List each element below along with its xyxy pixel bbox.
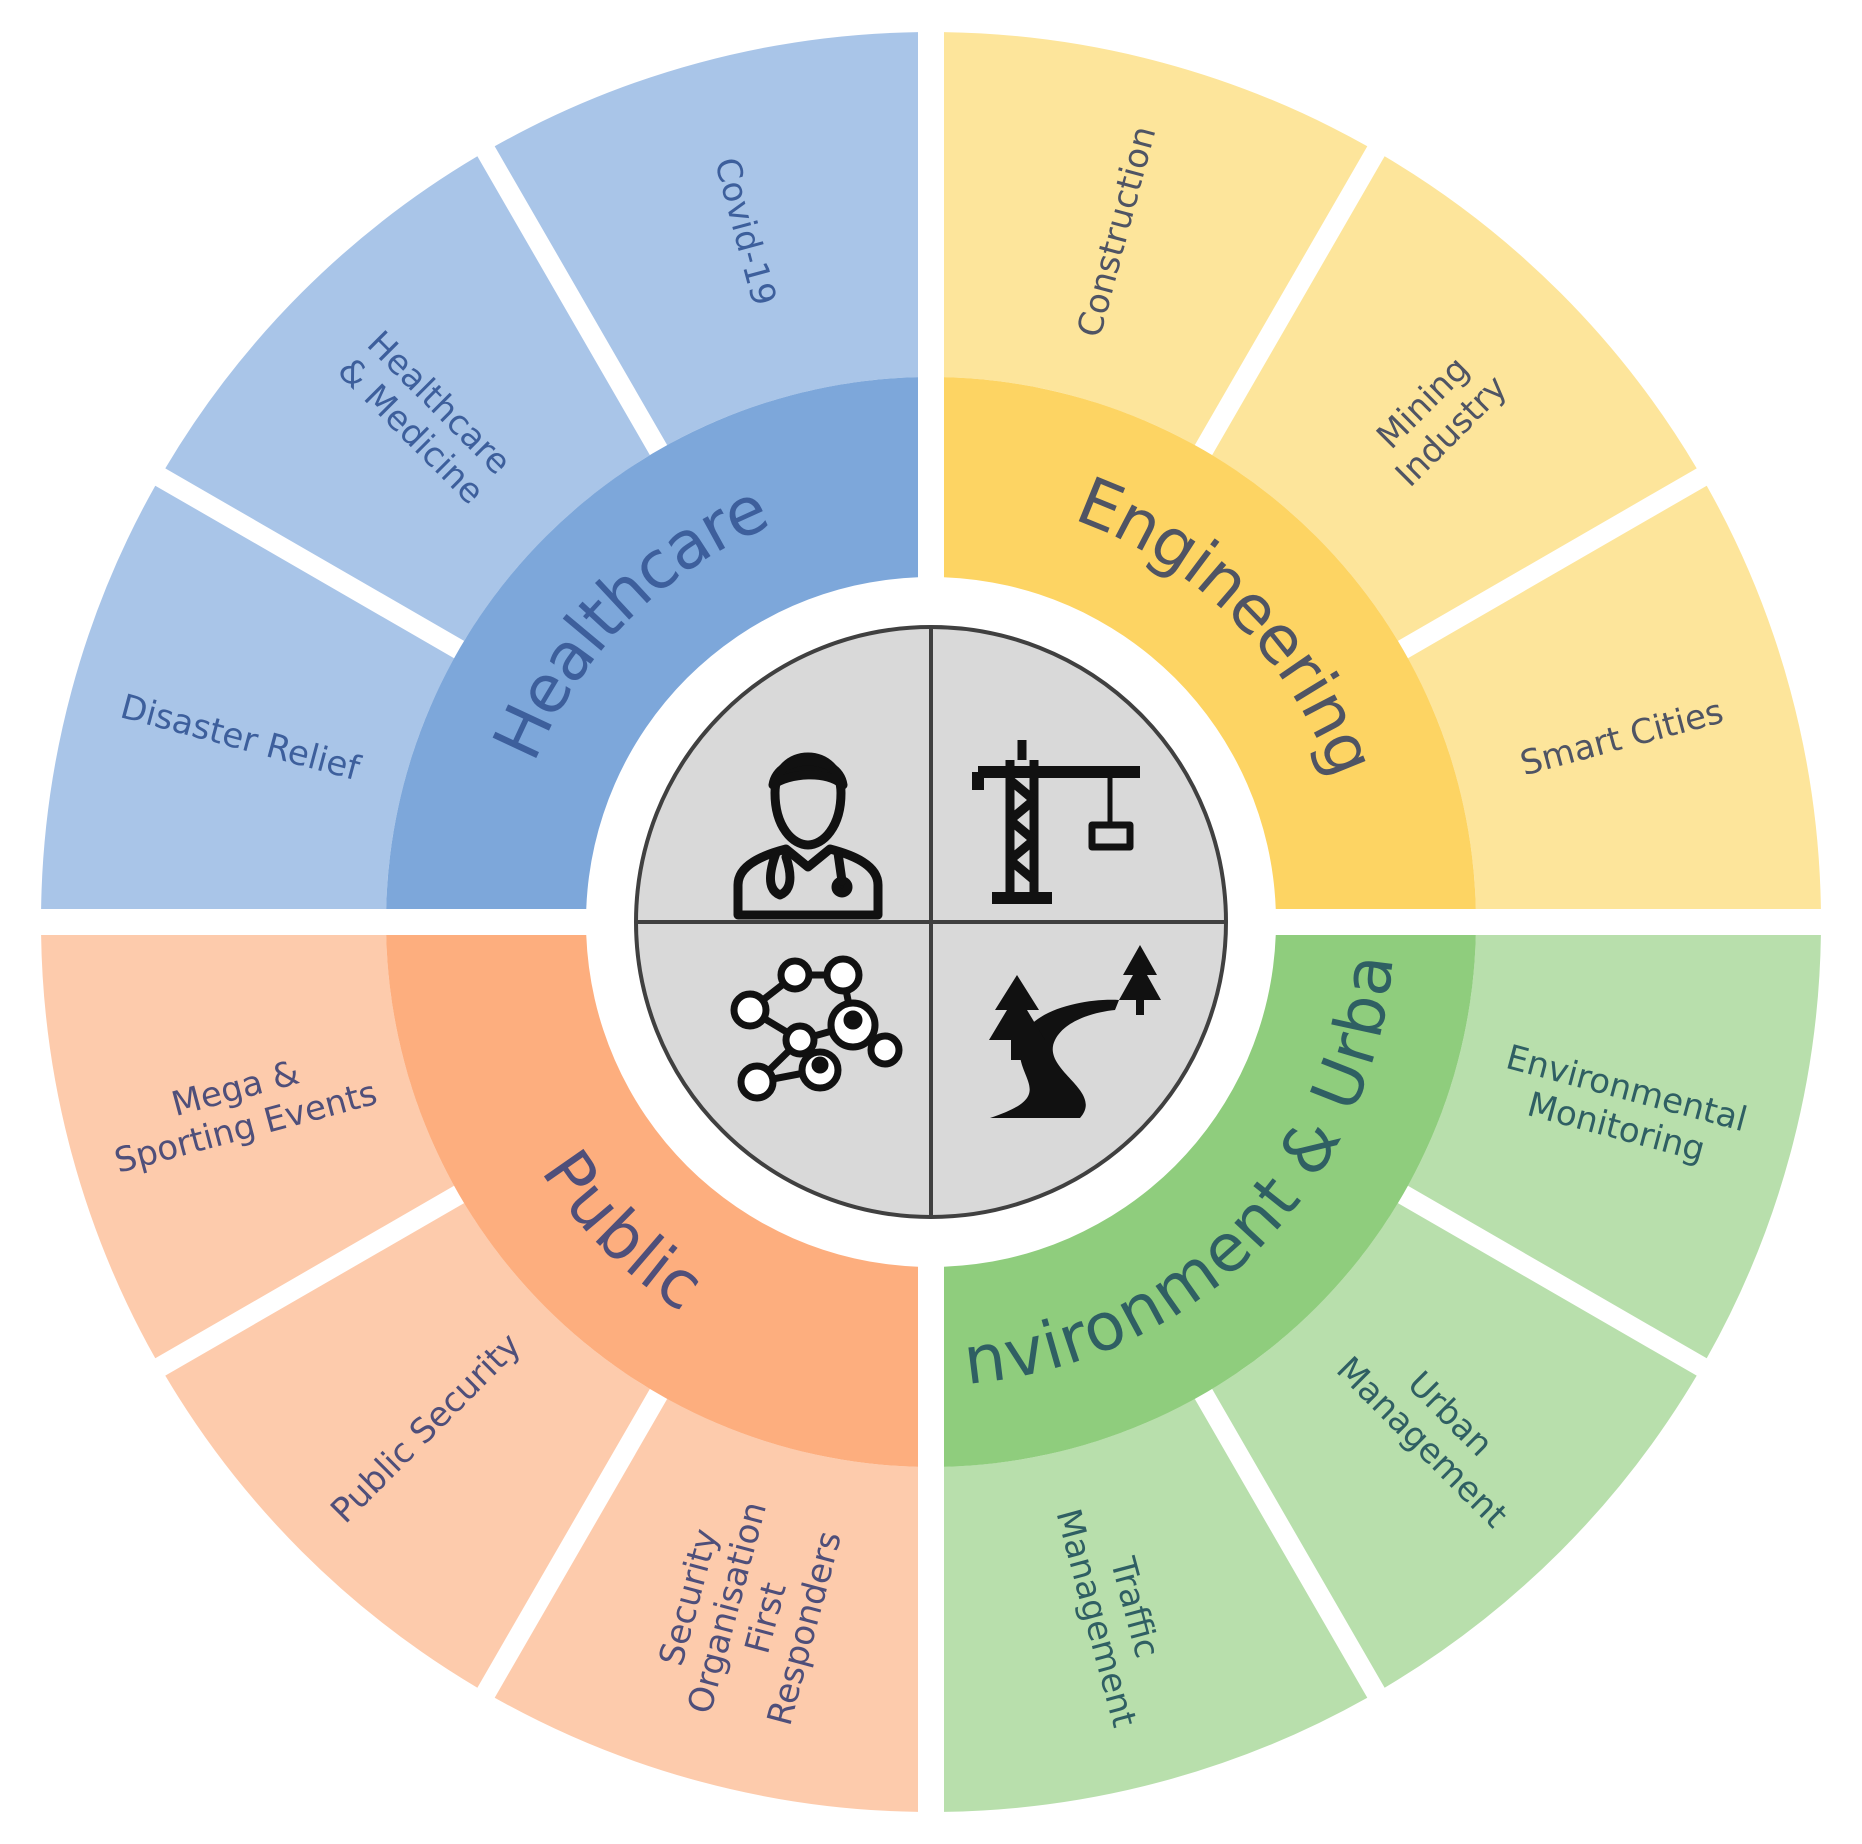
network-people-icon	[730, 955, 903, 1102]
application-segment	[41, 485, 455, 910]
center-disc	[634, 625, 1228, 1219]
application-segment	[165, 1203, 650, 1688]
road-trees-icon	[989, 945, 1161, 1118]
sector-band-healthcare	[386, 377, 919, 910]
application-segment	[1407, 934, 1821, 1359]
sector-band-public	[386, 934, 919, 1467]
sector-band-environment-urban	[943, 934, 1476, 1467]
application-segment	[943, 1398, 1368, 1812]
application-segment	[1212, 1203, 1697, 1688]
application-segment	[1407, 485, 1821, 910]
sector-band-engineering	[943, 377, 1476, 910]
application-segment	[494, 1398, 919, 1812]
crane-icon	[972, 740, 1140, 904]
application-segment	[165, 156, 650, 641]
application-segment	[494, 32, 919, 446]
doctor-icon	[733, 752, 883, 920]
application-segment	[41, 934, 455, 1359]
application-segment	[1212, 156, 1697, 641]
application-segment	[943, 32, 1368, 446]
